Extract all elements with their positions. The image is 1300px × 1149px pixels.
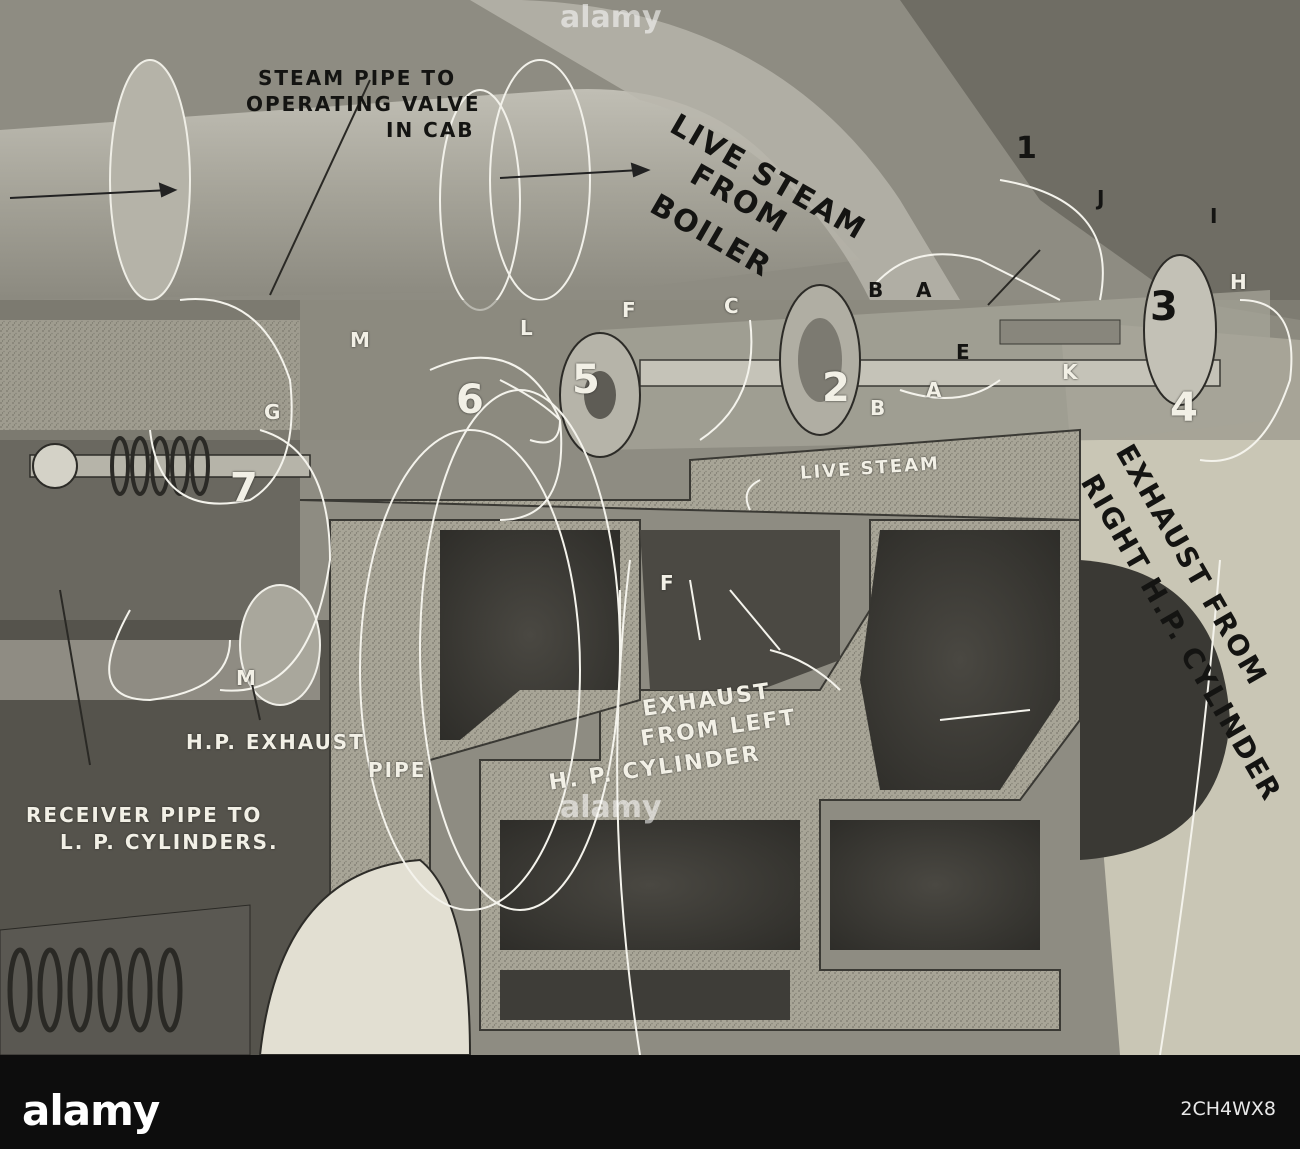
part-letter-g: G — [264, 400, 281, 424]
stock-footer-bar — [0, 1055, 1300, 1149]
part-number-5: 5 — [572, 357, 602, 403]
part-letter-l: L — [520, 316, 533, 340]
watermark-mid: alamy — [560, 790, 662, 825]
part-letter-a: A — [916, 278, 932, 302]
part-number-1: 1 — [1016, 131, 1039, 166]
part-letter-k: K — [1062, 360, 1078, 384]
part-letter-h: H — [1230, 270, 1247, 294]
part-letter-a-2: A — [926, 378, 942, 402]
watermark-top: alamy — [560, 0, 662, 35]
part-letter-i: I — [1210, 204, 1218, 228]
part-number-7: 7 — [230, 465, 260, 511]
steam-pipe-label-1: STEAM PIPE TO — [258, 66, 457, 90]
part-letter-f-2: F — [660, 571, 674, 595]
part-letter-b-2: B — [870, 396, 886, 420]
part-number-6: 6 — [456, 377, 486, 423]
engraving-plate: STEAM PIPE TO OPERATING VALVE IN CAB LIV… — [0, 0, 1300, 1055]
part-letter-e: E — [956, 340, 970, 364]
part-number-2: 2 — [822, 365, 852, 411]
receiver-pipe-label-1: RECEIVER PIPE TO — [26, 803, 263, 827]
part-letter-b: B — [868, 278, 884, 302]
alamy-logo: alamy — [22, 1086, 160, 1135]
image-id: 2CH4WX8 — [1180, 1098, 1276, 1120]
part-letter-m-2: M — [236, 666, 256, 690]
part-letter-c: C — [724, 294, 739, 318]
hp-exhaust-pipe-label-2: PIPE — [368, 758, 427, 782]
part-letter-m: M — [350, 328, 370, 352]
hp-exhaust-pipe-label-1: H.P. EXHAUST — [186, 730, 365, 754]
part-number-3: 3 — [1150, 284, 1180, 330]
steam-pipe-label-3: IN CAB — [386, 118, 475, 142]
part-letter-f: F — [622, 298, 636, 322]
steam-pipe-label-2: OPERATING VALVE — [246, 92, 481, 116]
part-letter-j: J — [1097, 186, 1105, 210]
valve-mechanism-illustration — [0, 0, 1300, 1055]
receiver-pipe-label-2: L. P. CYLINDERS. — [60, 830, 279, 854]
part-number-4: 4 — [1170, 385, 1200, 431]
